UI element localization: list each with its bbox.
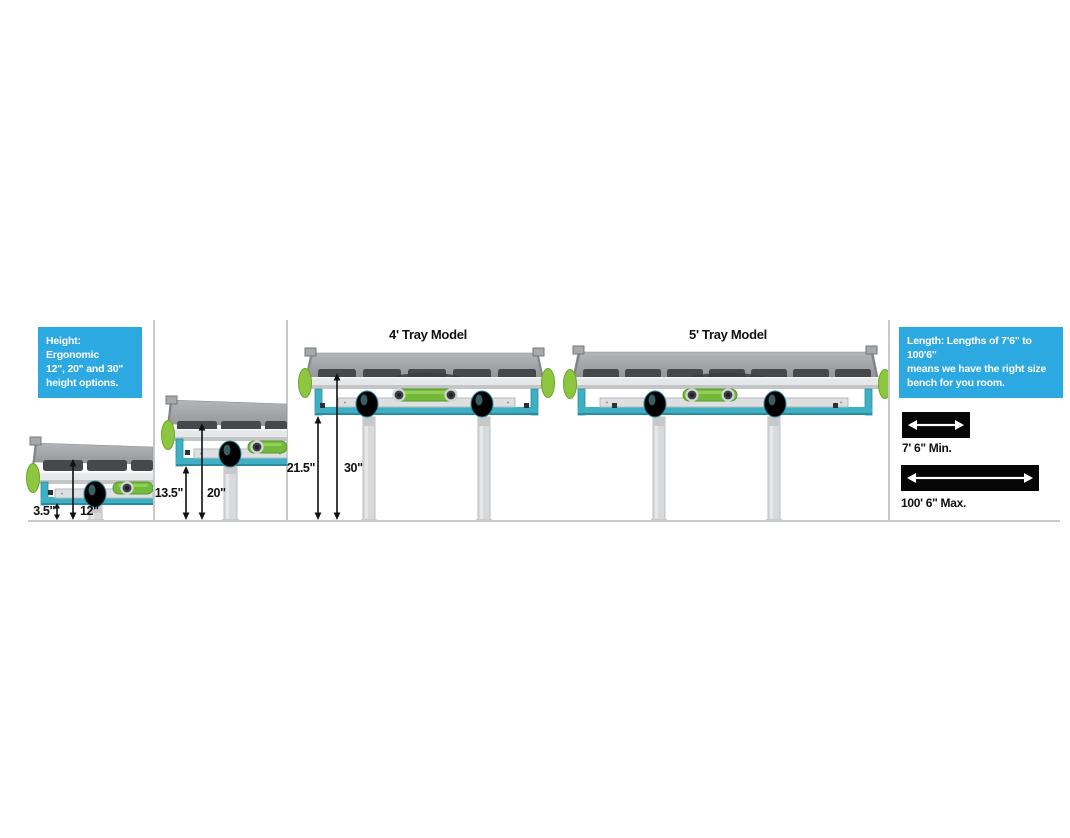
measure-20in-label: 20" (207, 486, 226, 500)
height-callout: Height: Ergonomic 12", 20" and 30" heigh… (38, 327, 142, 398)
length-callout: Length: Lengths of 7'6" to 100'6" means … (899, 327, 1063, 398)
length-callout-line: means we have the right size (907, 363, 1047, 375)
double-arrow-icon (907, 473, 1033, 483)
min-length-arrow-bar (902, 412, 970, 438)
max-length-arrow-bar (901, 465, 1039, 491)
bench-20in-illustration (161, 395, 287, 522)
length-callout-line: bench for you room. (907, 377, 1005, 389)
divider (888, 320, 890, 521)
model-title-4ft: 4' Tray Model (389, 327, 467, 342)
divider (153, 320, 155, 521)
max-length-label: 100' 6" Max. (901, 496, 966, 510)
model-title-5ft: 5' Tray Model (689, 327, 767, 342)
measure-13-5in-label: 13.5" (154, 486, 184, 500)
floor-line (28, 520, 1060, 522)
height-callout-line: 12", 20" and 30" (46, 363, 124, 375)
bench-30in-5ft-illustration (563, 345, 888, 522)
bench-30in-4ft-illustration (298, 347, 555, 522)
measure-30in-label: 30" (344, 461, 363, 475)
measure-3-5in-label: 3.5" (33, 504, 55, 518)
double-arrow-icon (908, 420, 964, 430)
length-callout-line: Length: Lengths of 7'6" to 100'6" (907, 335, 1032, 361)
measure-12in-label: 12" (80, 504, 99, 518)
min-length-label: 7' 6" Min. (902, 441, 952, 455)
measure-21-5in-label: 21.5" (286, 461, 316, 475)
height-callout-line: height options. (46, 377, 119, 389)
height-callout-line: Height: Ergonomic (46, 335, 100, 361)
